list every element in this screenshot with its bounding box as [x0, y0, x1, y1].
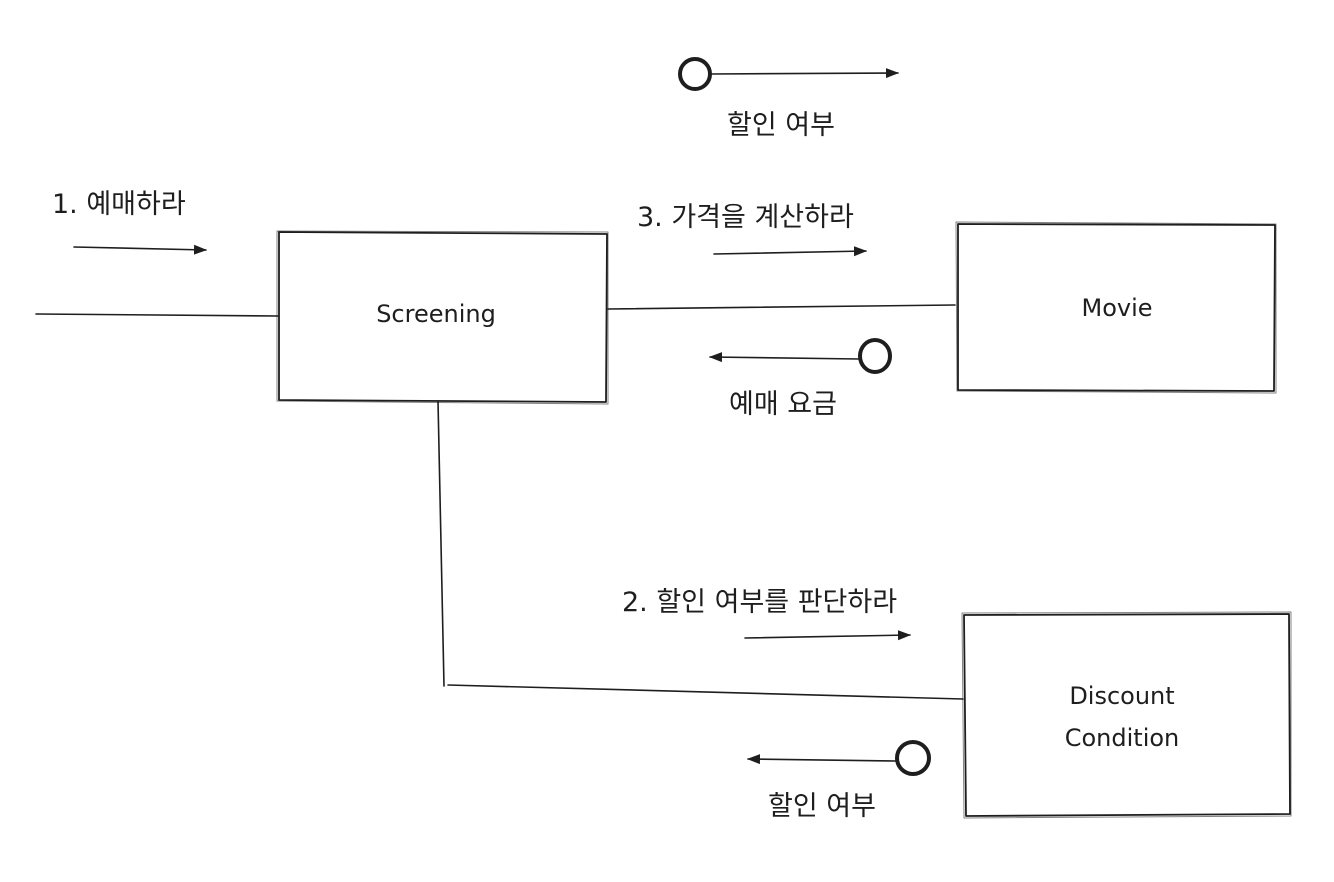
screening-object[interactable]: Screening: [276, 230, 609, 405]
message-3-label: 3. 가격을 계산하라: [637, 202, 854, 233]
return-discount-label: 할인 여부: [768, 791, 876, 822]
link-incoming: [35, 313, 279, 317]
link-to-discount: [447, 684, 964, 700]
message-2-label: 2. 할인 여부를 판단하라: [622, 587, 897, 618]
discount-condition-label-line1: Discount: [1069, 682, 1174, 710]
return-top-label: 할인 여부: [727, 110, 835, 141]
movie-label: Movie: [1081, 294, 1152, 322]
return-movie-label: 예매 요금: [729, 389, 837, 420]
link-lines: [35, 304, 964, 700]
discount-condition-label-line2: Condition: [1065, 724, 1180, 752]
link-screening-movie: [607, 304, 956, 310]
message-1: 1. 예매하라: [52, 189, 207, 255]
return-movie-arrow: [709, 352, 860, 363]
screening-label: Screening: [376, 300, 496, 328]
link-screening-down: [437, 400, 445, 687]
discount-condition-object[interactable]: Discount Condition: [961, 611, 1292, 819]
return-discount-circle-icon: [895, 740, 931, 776]
discount-condition-box-sketch: [961, 611, 1292, 819]
message-3: 3. 가격을 계산하라: [637, 202, 867, 257]
message-1-label: 1. 예매하라: [52, 189, 186, 220]
return-discount: 할인 여부: [747, 740, 931, 822]
message-3-arrow: [713, 246, 867, 257]
movie-box-sketch: [955, 221, 1277, 394]
screening-box-sketch: [276, 230, 609, 405]
discount-condition-box: [963, 613, 1291, 817]
return-top: 할인 여부: [678, 57, 899, 141]
return-movie: 예매 요금: [709, 338, 892, 420]
message-2: 2. 할인 여부를 판단하라: [622, 587, 911, 641]
return-movie-circle-icon: [858, 338, 892, 374]
return-top-arrow: [710, 68, 899, 79]
return-discount-arrow: [747, 754, 897, 765]
return-top-circle-icon: [678, 57, 712, 91]
movie-object[interactable]: Movie: [955, 221, 1277, 394]
screening-box: [278, 231, 608, 403]
message-2-arrow: [744, 630, 911, 641]
message-1-arrow: [73, 244, 207, 255]
movie-box: [957, 223, 1276, 392]
